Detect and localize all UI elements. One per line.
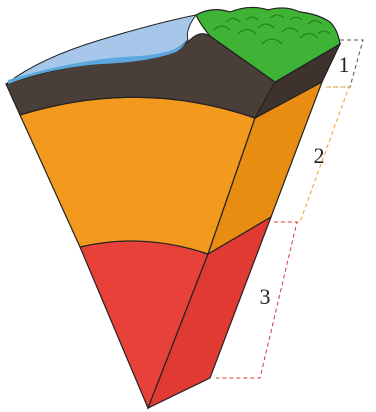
core-label: 3 [260,284,271,309]
land-hills [213,14,331,45]
crust-label: 1 [339,52,350,77]
mantle-label: 2 [314,143,325,168]
ocean-deep-band [8,42,186,84]
bracket-core [216,221,298,379]
land-surface [195,6,341,83]
